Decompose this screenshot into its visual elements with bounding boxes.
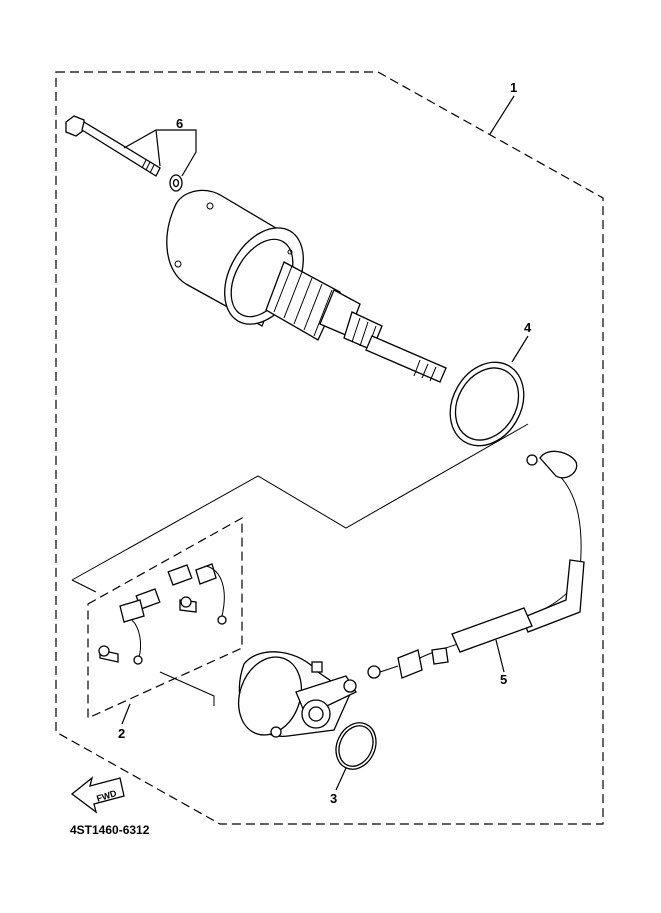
o-ring-small <box>335 722 377 770</box>
callout-2: 2 <box>118 726 125 741</box>
callout-1: 1 <box>510 80 517 95</box>
callout-6: 6 <box>176 116 183 131</box>
leader-line-1 <box>489 95 515 135</box>
assembly-boundary <box>55 71 604 825</box>
assembly-plane-outline <box>71 423 529 706</box>
leader-line-4 <box>511 335 529 363</box>
brush-set <box>98 563 227 665</box>
part-code: 4ST1460-6312 <box>70 823 150 837</box>
brush-set-boundary <box>87 516 243 719</box>
starter-lead-wire <box>367 450 585 679</box>
leader-line-2 <box>121 703 131 725</box>
callout-5: 5 <box>500 672 507 687</box>
leader-line-6 <box>123 129 197 177</box>
rear-cover <box>238 651 357 738</box>
leader-line-3 <box>335 767 347 791</box>
armature <box>265 261 447 383</box>
long-bolt <box>65 115 161 177</box>
leader-line-5 <box>495 639 505 673</box>
forward-arrow-icon: FWD <box>70 776 125 814</box>
o-ring-large <box>449 361 525 447</box>
bolt-washer <box>169 174 183 192</box>
callout-4: 4 <box>524 320 532 335</box>
callout-3: 3 <box>330 791 337 806</box>
